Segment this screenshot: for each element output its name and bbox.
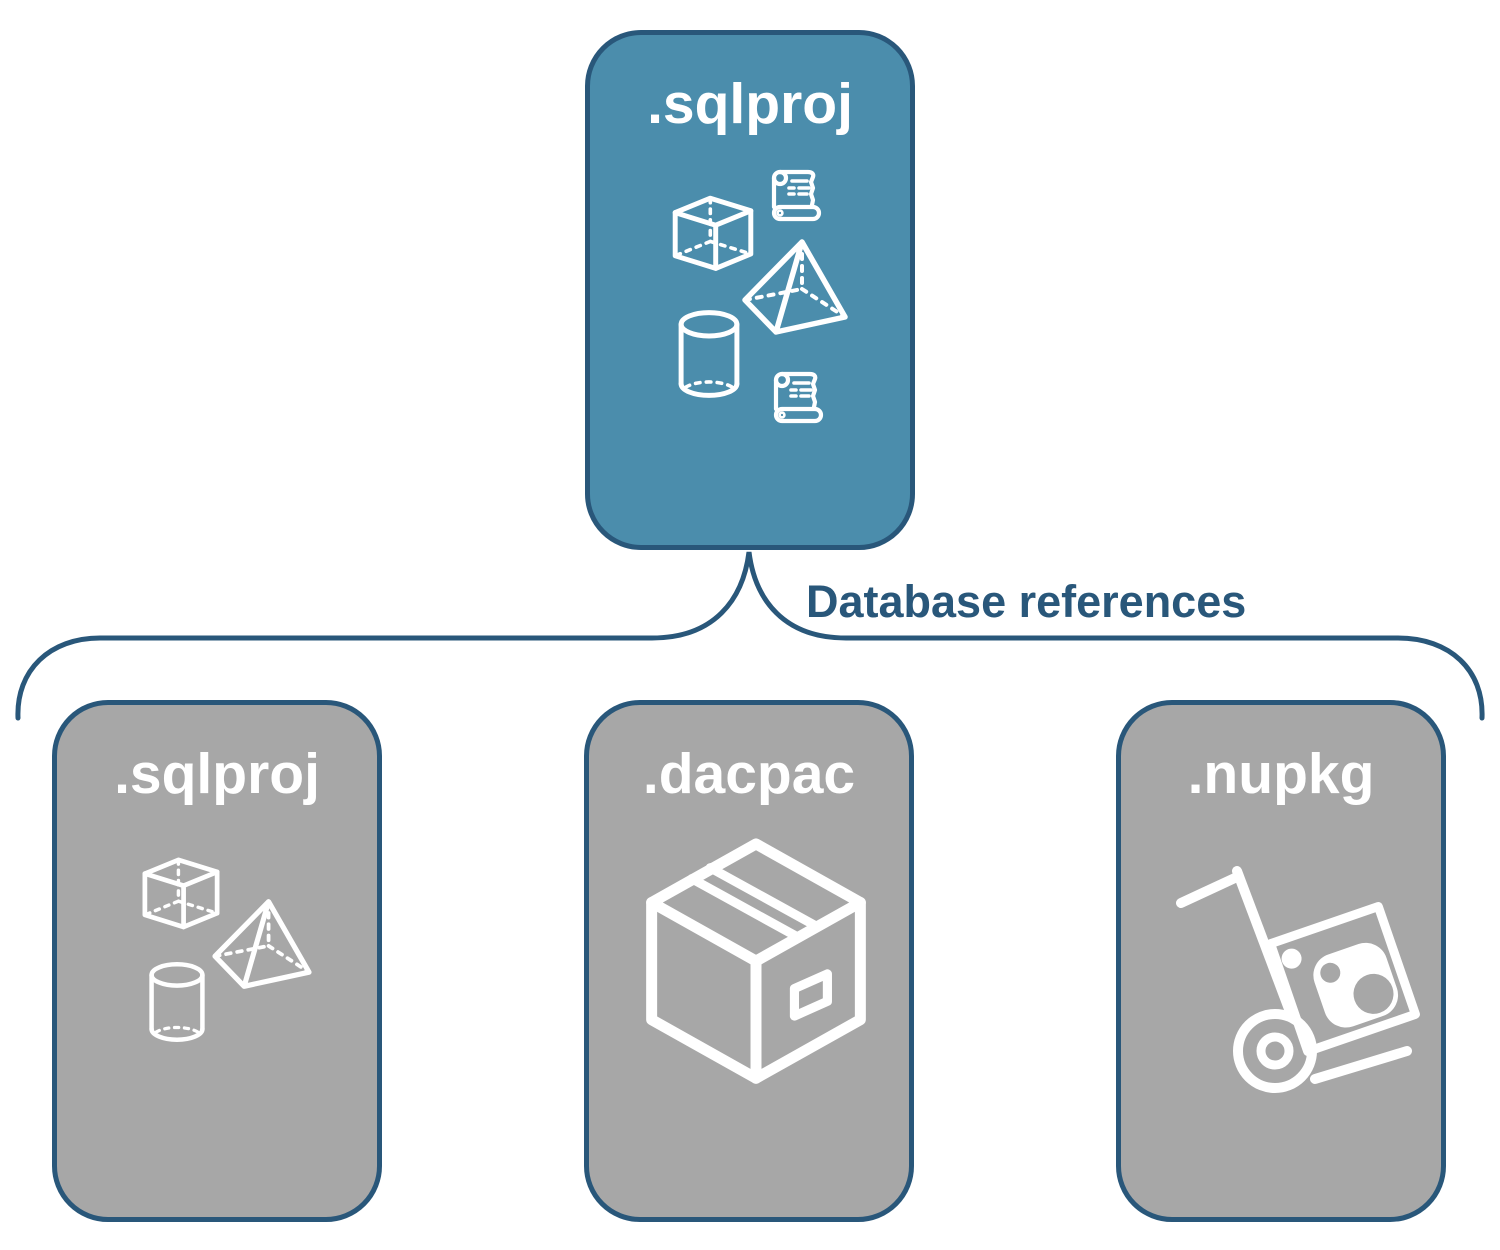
brace-connector — [15, 551, 1485, 721]
parent-node-sqlproj: .sqlproj — [585, 30, 915, 550]
child-node-sqlproj: .sqlproj — [52, 700, 382, 1222]
scroll-icon — [773, 371, 824, 424]
child-node-label: .sqlproj — [114, 742, 320, 806]
cylinder-icon — [149, 962, 205, 1042]
pyramid-icon — [212, 899, 312, 989]
connector-label: Database references — [806, 576, 1247, 627]
package-box-icon — [646, 838, 866, 1084]
pyramid-icon — [742, 239, 848, 335]
child-node-label: .dacpac — [642, 742, 856, 806]
parent-node-label: .sqlproj — [647, 72, 853, 136]
child-node-label: .nupkg — [1187, 742, 1375, 806]
cube-icon — [672, 195, 754, 271]
hand-truck-package-icon — [1176, 866, 1420, 1093]
cylinder-icon — [678, 310, 740, 398]
cube-icon — [142, 857, 220, 930]
child-node-dacpac: .dacpac — [584, 700, 914, 1222]
scroll-icon — [771, 169, 822, 222]
child-node-nupkg: .nupkg — [1116, 700, 1446, 1222]
